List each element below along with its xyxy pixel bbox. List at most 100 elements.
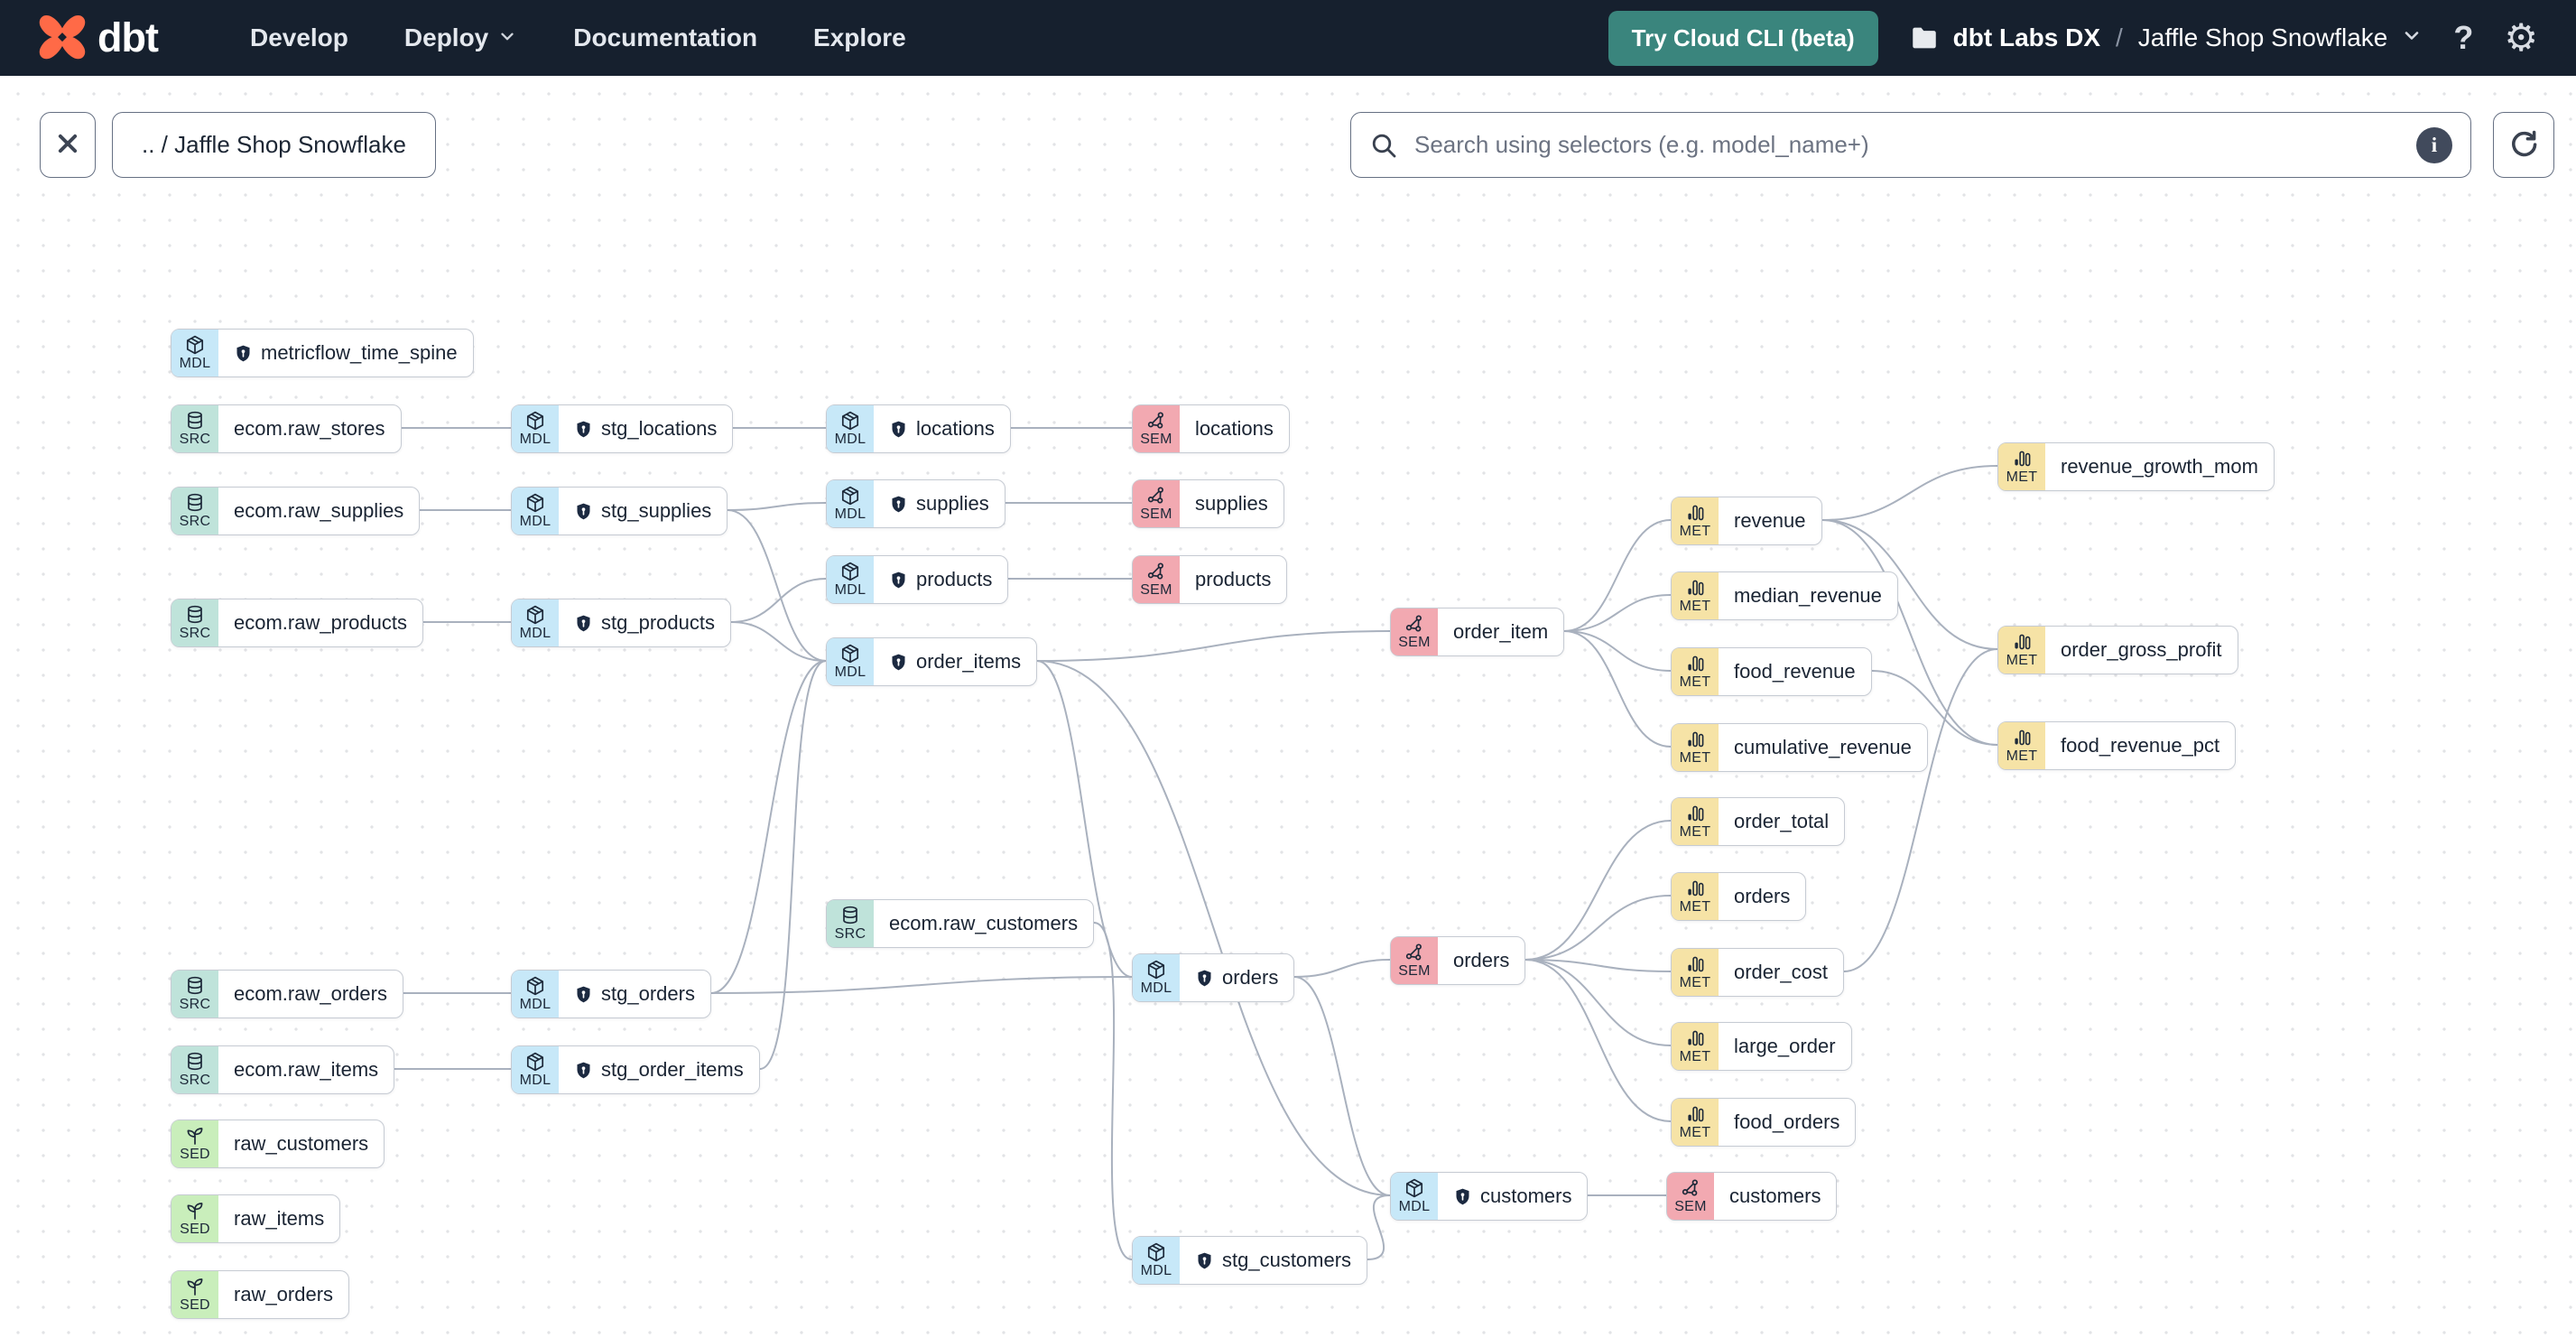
settings-button[interactable]: ⚙ xyxy=(2504,19,2538,57)
node-body: stg_orders xyxy=(559,971,710,1017)
graph-node-stg_orders[interactable]: MDL stg_orders xyxy=(511,970,711,1018)
edge-stg_products-to-mdl_order_items xyxy=(730,621,827,662)
database-icon xyxy=(184,975,206,997)
edge-src_raw_customers-to-stg_customers xyxy=(1093,922,1133,1260)
bar-chart-icon xyxy=(1684,577,1706,599)
node-label: food_revenue_pct xyxy=(2061,734,2220,757)
bar-chart-icon xyxy=(1684,729,1706,750)
close-lineage-button[interactable] xyxy=(40,112,96,178)
node-type-badge: SEM xyxy=(1667,1173,1714,1220)
dbt-logo-icon xyxy=(38,12,87,65)
node-type-label: SRC xyxy=(834,926,866,943)
refresh-icon xyxy=(2508,128,2539,162)
node-body: stg_products xyxy=(559,599,730,646)
node-label: stg_orders xyxy=(601,982,695,1005)
bar-chart-icon xyxy=(1684,1027,1706,1049)
node-type-badge: MDL xyxy=(827,638,874,685)
node-type-label: MDL xyxy=(519,997,551,1013)
refresh-button[interactable] xyxy=(2493,112,2554,178)
node-type-label: SRC xyxy=(179,432,211,448)
node-body: orders xyxy=(1438,937,1524,984)
menu-item-documentation[interactable]: Documentation xyxy=(573,23,757,52)
project-switcher[interactable]: dbt Labs DX / Jaffle Shop Snowflake xyxy=(1909,23,2423,53)
edge-sem_orders-to-met_orders xyxy=(1524,895,1672,961)
bar-chart-icon xyxy=(2011,631,2033,653)
try-cloud-cli-button[interactable]: Try Cloud CLI (beta) xyxy=(1608,10,1878,66)
graph-node-met_food_revenue_pct[interactable]: MET food_revenue_pct xyxy=(1997,721,2237,770)
node-type-label: SRC xyxy=(179,626,211,642)
shield-icon xyxy=(889,495,908,514)
cube-icon xyxy=(524,492,546,514)
node-body: customers xyxy=(1714,1173,1836,1220)
info-icon[interactable]: i xyxy=(2416,126,2452,163)
search-input[interactable] xyxy=(1413,130,2402,160)
node-type-badge: MET xyxy=(1672,724,1719,771)
search-icon xyxy=(1369,131,1398,160)
node-type-label: SEM xyxy=(1140,506,1172,523)
node-label: locations xyxy=(916,417,995,440)
dbt-logo[interactable]: dbt xyxy=(38,12,159,65)
node-label: order_cost xyxy=(1734,961,1828,983)
node-type-label: MDL xyxy=(519,1073,551,1089)
node-label: ecom.raw_items xyxy=(234,1058,379,1081)
node-body: food_orders xyxy=(1719,1099,1855,1146)
node-type-badge: MET xyxy=(1998,722,2045,769)
edge-mdl_orders-to-mdl_customers xyxy=(1293,976,1391,1196)
node-label: food_revenue xyxy=(1734,660,1856,683)
top-navbar: dbt Develop Deploy Documentation Explore… xyxy=(0,0,2576,76)
help-button[interactable]: ? xyxy=(2453,19,2473,57)
node-type-badge: MDL xyxy=(827,480,874,527)
node-type-badge: MDL xyxy=(1133,954,1180,1001)
menu-item-deploy[interactable]: Deploy xyxy=(404,23,517,52)
cube-icon xyxy=(524,975,546,997)
node-type-label: MET xyxy=(1679,750,1711,767)
menu-item-develop[interactable]: Develop xyxy=(250,23,348,52)
shield-icon xyxy=(234,344,253,363)
node-body: locations xyxy=(874,405,1010,452)
graph-node-src_raw_customers[interactable]: SRC ecom.raw_customers xyxy=(826,899,1095,948)
node-body: locations xyxy=(1180,405,1289,452)
node-type-label: SRC xyxy=(179,997,211,1013)
node-body: ecom.raw_customers xyxy=(874,900,1093,947)
breadcrumb[interactable]: .. / Jaffle Shop Snowflake xyxy=(112,112,436,178)
menu-item-explore[interactable]: Explore xyxy=(813,23,906,52)
